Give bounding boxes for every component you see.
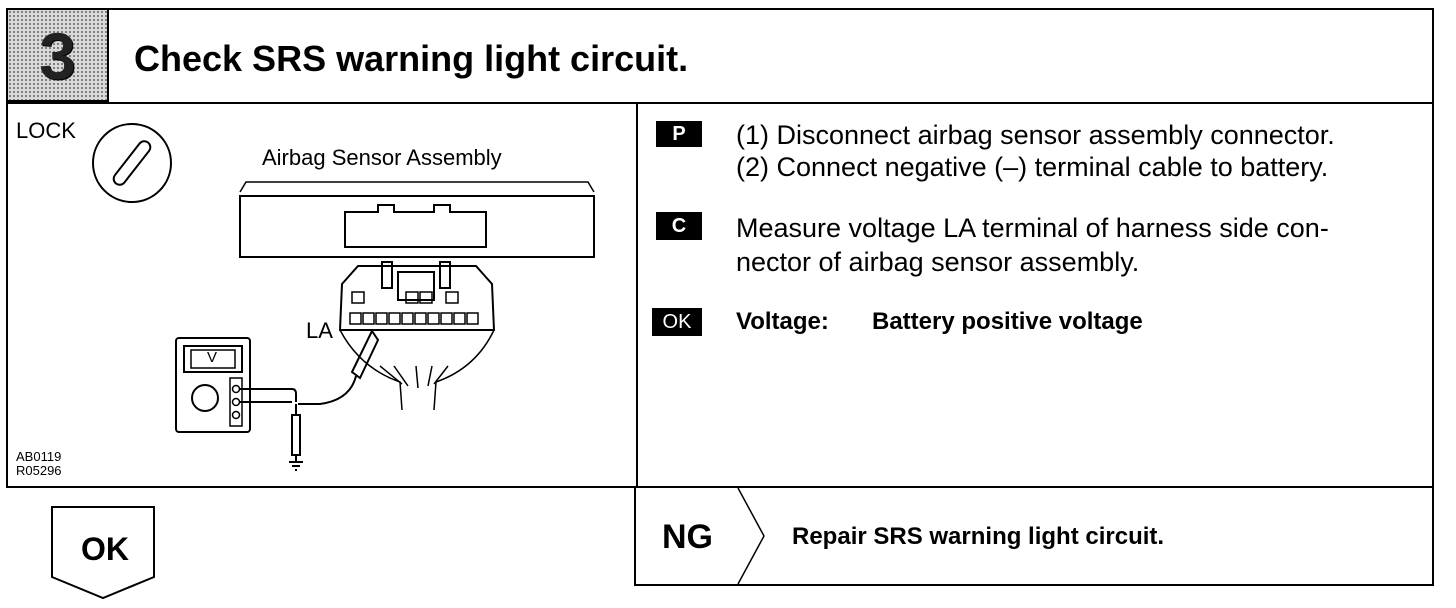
check-line-2: nector of airbag sensor assembly. [736,247,1140,277]
ng-result-action: Repair SRS warning light circuit. [792,523,1165,550]
figure-code-2: R05296 [16,463,62,478]
ng-divider-chevron [737,487,765,585]
terminal-label: LA [306,318,333,343]
voltmeter-icon [175,337,297,433]
step-title: Check SRS warning light circuit. [134,38,689,79]
prep-line-2: (2) Connect negative (–) terminal cable … [736,152,1329,182]
sensor-assembly-body [239,195,595,258]
meter-label: V [207,349,218,366]
ng-result-label: NG [662,518,713,556]
connector [338,261,496,331]
ok-result-label: OK [81,531,129,567]
wiring-diagram [92,123,595,471]
prep-tag: P [656,121,702,147]
ok-spec-value: Battery positive voltage [872,308,1143,335]
check-tag: C [656,212,702,240]
figure-code-1: AB0119 [16,449,62,464]
ignition-lock-icon [92,123,172,203]
ok-result-arrow [51,506,155,600]
meter-probe [289,328,380,471]
step-number: 3 [39,19,76,93]
ng-result-box [634,486,1434,586]
step-number-box: 3 [6,8,109,102]
ok-spec-label: Voltage: [736,308,829,335]
wire-harness [339,329,495,411]
assembly-label: Airbag Sensor Assembly [262,145,502,170]
lock-label: LOCK [16,118,76,143]
check-line-1: Measure voltage LA terminal of harness s… [736,213,1329,243]
ok-tag: OK [652,308,702,336]
prep-line-1: (1) Disconnect airbag sensor assembly co… [736,120,1335,150]
assembly-bracket [239,181,595,193]
